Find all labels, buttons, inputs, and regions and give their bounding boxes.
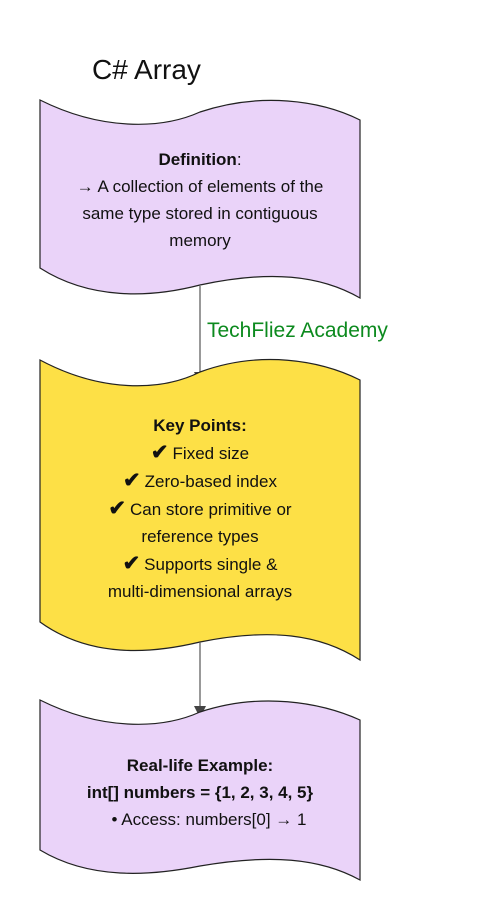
- definition-line: memory: [169, 231, 231, 250]
- keypoint-text: Supports single &: [144, 555, 278, 574]
- definition-line: → A collection of elements of the: [76, 177, 324, 196]
- keypoints-heading: Key Points:: [153, 416, 247, 435]
- keypoint-item-continuation: reference types: [141, 527, 259, 546]
- definition-heading-line: Definition:: [40, 146, 360, 173]
- keypoint-item: ✔Zero-based index: [40, 467, 360, 495]
- definition-node: Definition: → A collection of elements o…: [40, 146, 360, 254]
- diagram-title: C# Array: [92, 54, 201, 85]
- keypoint-text: Zero-based index: [144, 472, 277, 491]
- example-code: int[] numbers = {1, 2, 3, 4, 5}: [86, 783, 314, 802]
- example-node-shape: [39, 699, 361, 882]
- check-icon: ✔: [122, 552, 141, 575]
- keypoint-text: Can store primitive or: [130, 500, 292, 519]
- check-icon: ✔: [123, 469, 141, 492]
- keypoint-item: ✔Supports single &: [40, 550, 360, 578]
- check-icon: ✔: [150, 441, 169, 464]
- keypoints-node-shape: [39, 359, 361, 662]
- check-icon: ✔: [108, 497, 127, 520]
- keypoint-item: ✔Fixed size: [40, 439, 360, 467]
- watermark-label: TechFliez Academy: [207, 319, 388, 342]
- keypoint-item-continuation: multi-dimensional arrays: [107, 582, 293, 601]
- definition-node-shape: [39, 99, 361, 300]
- definition-line: same type stored in contiguous: [82, 204, 318, 223]
- example-access-item: • Access: numbers[0] → 1: [111, 810, 307, 829]
- example-node: Real-life Example: int[] numbers = {1, 2…: [40, 752, 360, 833]
- keypoint-text: Fixed size: [172, 444, 250, 463]
- keypoint-item: ✔Can store primitive or: [40, 495, 360, 523]
- keypoints-node: Key Points: ✔Fixed size ✔Zero-based inde…: [40, 412, 360, 605]
- example-heading: Real-life Example:: [126, 756, 274, 775]
- definition-heading-suffix: :: [236, 150, 242, 169]
- definition-heading: Definition: [158, 150, 237, 169]
